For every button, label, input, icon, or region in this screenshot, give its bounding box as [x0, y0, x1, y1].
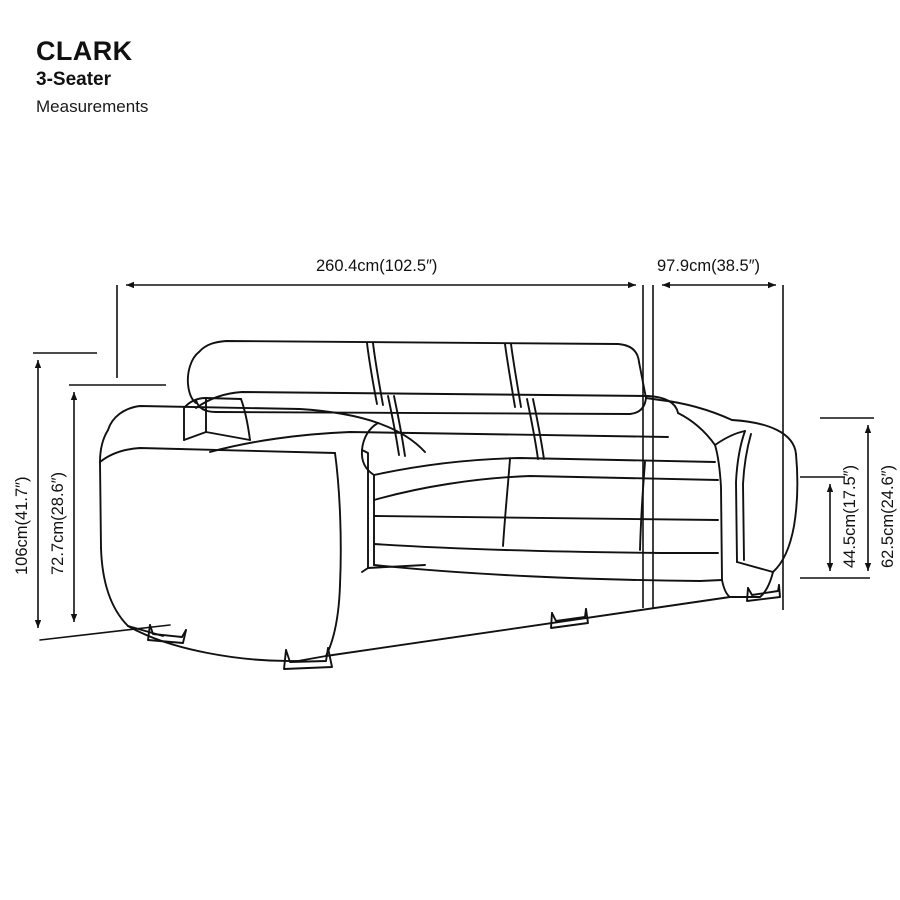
dimension-seat-height — [800, 476, 870, 579]
label-back-height: 72.7cm(28.6″) — [49, 472, 67, 575]
label-arm-height: 62.5cm(24.6″) — [879, 465, 897, 568]
title-block: CLARK 3-Seater Measurements — [36, 36, 456, 118]
left-arm — [99, 405, 426, 573]
back-frame — [645, 397, 733, 421]
dimension-overall-width — [116, 281, 644, 608]
back-cushions — [195, 391, 716, 460]
ground-line — [39, 624, 171, 641]
headrest-bolster — [186, 340, 647, 415]
legs — [147, 584, 781, 670]
label-seat-height: 44.5cm(17.5″) — [841, 465, 859, 568]
left-side-panel — [100, 447, 342, 662]
brand-name: CLARK — [36, 36, 133, 66]
sofa-illustration — [39, 340, 799, 670]
dimension-overall-height — [33, 352, 97, 628]
sofa-base — [325, 579, 761, 657]
dimension-arm-height — [820, 417, 874, 571]
label-overall-width: 260.4cm(102.5″) — [316, 257, 437, 275]
label-overall-height: 106cm(41.7″) — [13, 477, 31, 575]
label-overall-depth: 97.9cm(38.5″) — [657, 257, 760, 275]
dimension-labels: 260.4cm(102.5″) 97.9cm(38.5″) 106cm(41.7… — [13, 257, 897, 575]
drawing-subtitle: Measurements — [36, 96, 149, 116]
dimension-back-height — [69, 384, 166, 622]
dimension-lines — [33, 281, 874, 628]
right-arm — [714, 419, 799, 598]
inner-arm-detail — [183, 397, 251, 441]
seat-cushions — [373, 457, 723, 582]
product-variant: 3-Seater — [36, 69, 111, 91]
dimension-overall-depth — [652, 281, 784, 610]
